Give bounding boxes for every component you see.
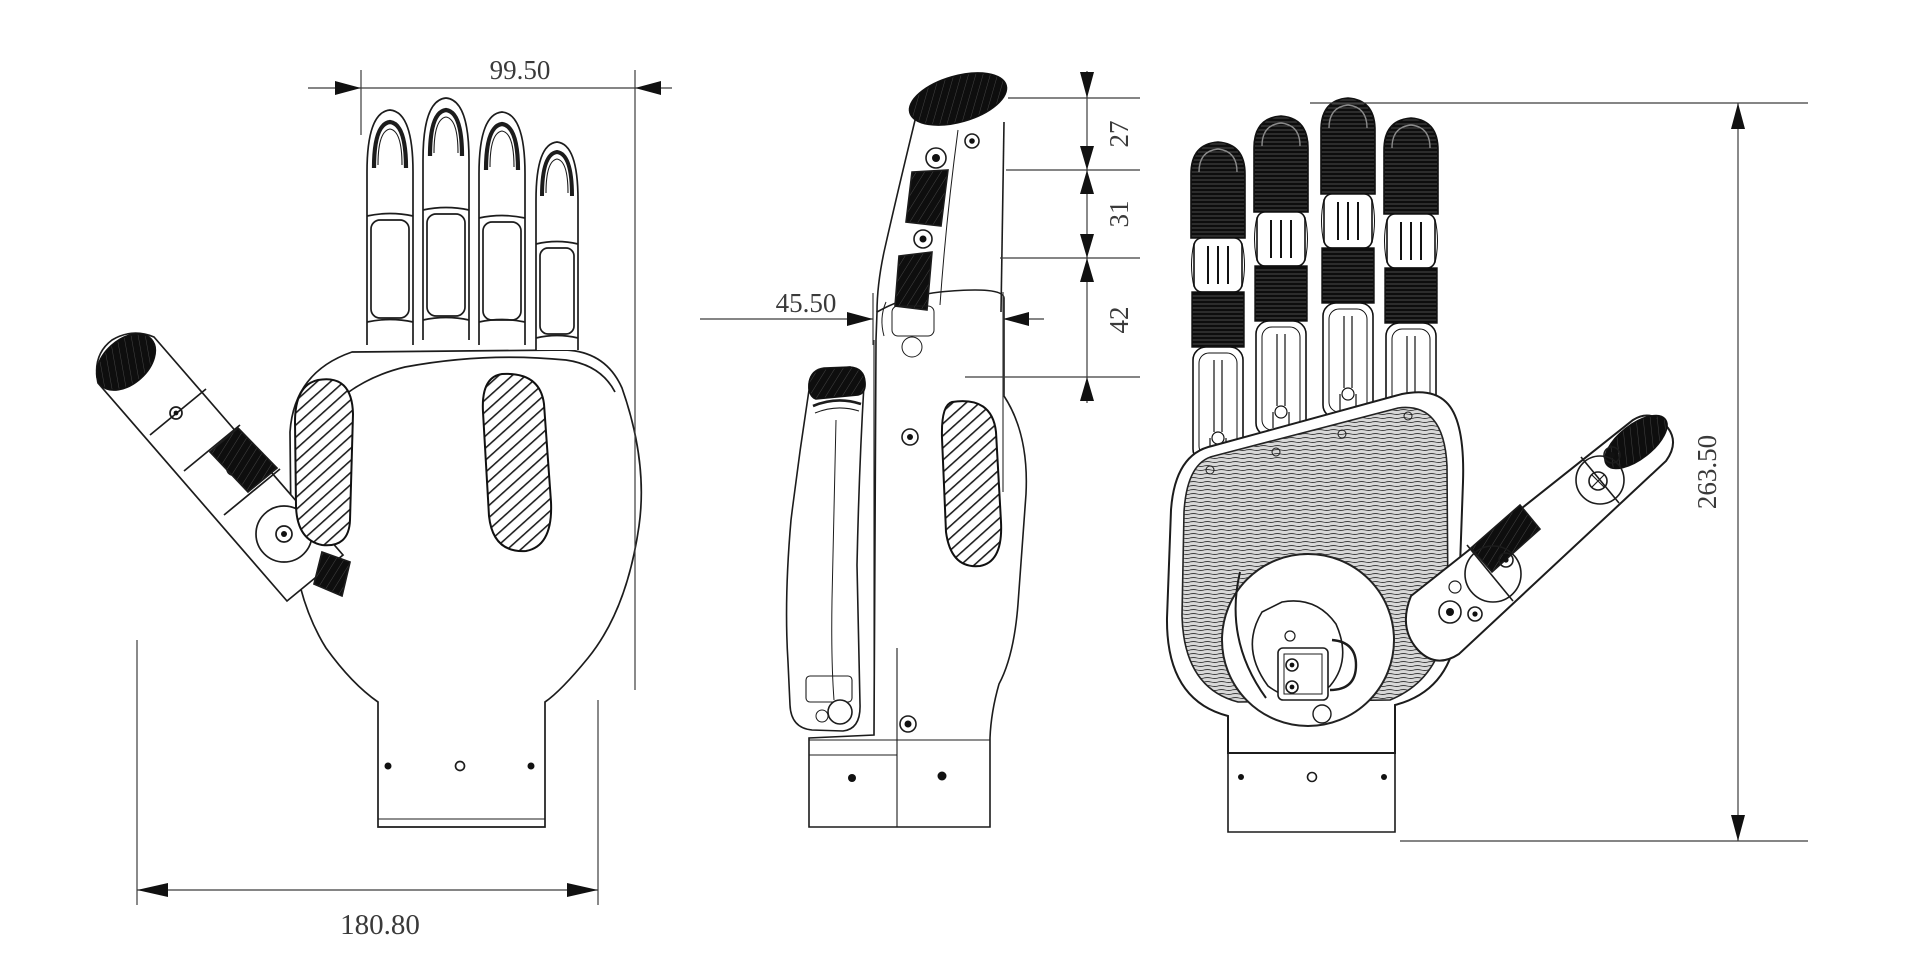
fingernail — [540, 149, 574, 197]
back-view — [95, 97, 643, 828]
arrowhead — [137, 883, 168, 897]
dimension-annotations: 99.50 180.80 45.50 — [136, 55, 1808, 941]
dim-distal-segment-label: 27 — [1104, 121, 1134, 148]
wrist-hole — [527, 762, 535, 770]
thumb-base-mechanism — [1221, 553, 1395, 727]
dim-top-width-label: 99.50 — [490, 55, 551, 85]
arrowhead — [567, 883, 598, 897]
finger-pad-1 — [905, 169, 949, 227]
palm-wrist — [1227, 752, 1396, 833]
arrowhead — [635, 81, 661, 95]
arrowhead — [1080, 234, 1094, 258]
palm-view — [1165, 97, 1674, 833]
arrowhead — [1080, 72, 1094, 98]
dim-side-depth: 45.50 — [700, 288, 1044, 492]
dim-overall-height: 263.50 — [1310, 102, 1808, 842]
arrowhead — [335, 81, 361, 95]
back-view-finger-middle — [422, 97, 470, 340]
wrist-hole — [1381, 774, 1387, 780]
thumb-mid-pad — [208, 426, 279, 494]
dim-overall-height-label: 263.50 — [1692, 435, 1722, 509]
dim-bottom-width-label: 180.80 — [340, 909, 420, 941]
side-pad — [940, 400, 1003, 568]
side-view — [785, 72, 1028, 828]
back-view-thumb — [95, 332, 352, 603]
fingernail — [371, 119, 409, 169]
arrowhead — [1080, 170, 1094, 194]
dim-finger-segment-chain: 27 31 42 — [965, 71, 1140, 403]
wrist-hole — [937, 771, 947, 781]
back-pad-right — [481, 372, 553, 553]
wrist-hole — [454, 760, 466, 772]
dim-side-depth-label: 45.50 — [776, 288, 837, 318]
back-view-finger-ring — [478, 111, 526, 345]
arrowhead — [1731, 815, 1745, 841]
arrowhead — [847, 312, 873, 326]
wrist-hole — [384, 762, 392, 770]
arrowhead — [1731, 103, 1745, 129]
arrowhead — [1080, 146, 1094, 170]
fingernail — [427, 107, 465, 157]
back-pad-left — [293, 378, 355, 547]
fingernail — [483, 121, 521, 171]
thumb-tip-pad — [808, 366, 866, 400]
wrist-hole — [1306, 771, 1318, 783]
side-view-finger — [876, 72, 1008, 358]
thumb-mid-pad — [1469, 503, 1542, 574]
wrist-hole — [848, 774, 856, 782]
wrist-hole — [1238, 774, 1244, 780]
thumb-web-pad — [312, 550, 352, 598]
dim-proximal-segment-label: 42 — [1104, 307, 1134, 334]
dim-middle-segment-label: 31 — [1104, 201, 1134, 228]
arrowhead — [1003, 312, 1029, 326]
arrowhead — [1080, 377, 1094, 401]
finger-pad-2 — [894, 251, 933, 311]
fingertip-pad — [908, 72, 1008, 126]
dim-bottom-width: 180.80 — [136, 640, 599, 941]
back-view-finger-index — [366, 109, 414, 345]
side-view-thumb — [785, 366, 866, 732]
arrowhead — [1080, 258, 1094, 282]
back-view-finger-pinky — [535, 141, 579, 350]
thumb-tip-pad — [95, 333, 157, 391]
dim-top-width: 99.50 — [308, 55, 672, 690]
palm-thumb — [1404, 414, 1674, 662]
